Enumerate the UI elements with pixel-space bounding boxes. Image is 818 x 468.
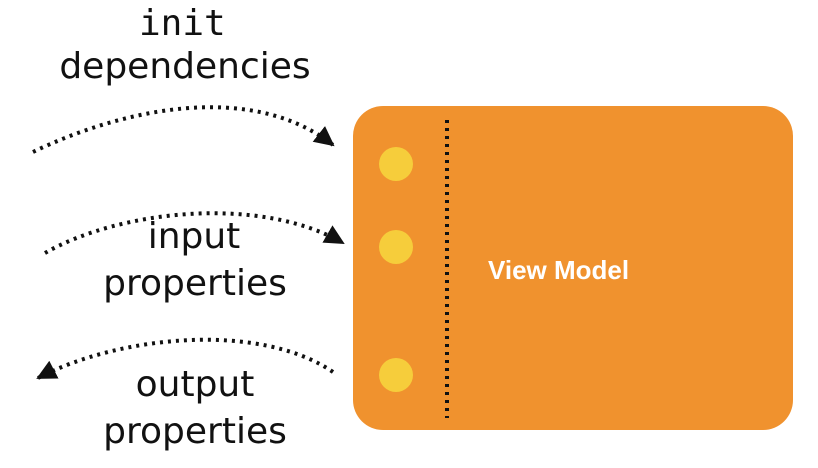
view-model-title: View Model (488, 255, 630, 285)
input-properties-arrow (44, 211, 345, 255)
dependencies-label: dependencies (59, 46, 311, 87)
output-properties-arrow (36, 337, 335, 380)
output-label-line2: properties (103, 411, 287, 452)
view-model-box (353, 106, 793, 430)
output-label-line1: output (135, 364, 255, 405)
input-label-line2: properties (103, 263, 287, 304)
input-label-line1: input (147, 216, 241, 257)
init-dependencies-arrow (32, 105, 335, 154)
input-port-dot (379, 230, 413, 264)
init-keyword-label: init (139, 3, 226, 44)
init-port-dot (379, 147, 413, 181)
output-port-dot (379, 358, 413, 392)
